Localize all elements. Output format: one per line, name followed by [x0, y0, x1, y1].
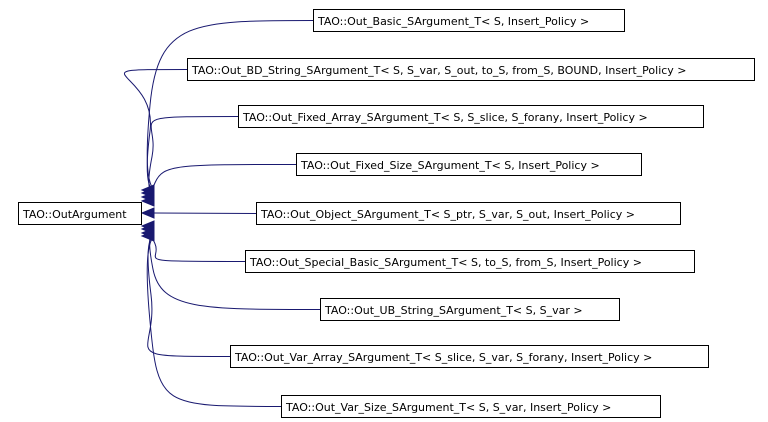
derived-class-node[interactable]: TAO::Out_Fixed_Array_SArgument_T< S, S_s… [238, 105, 704, 128]
derived-class-node[interactable]: TAO::Out_UB_String_SArgument_T< S, S_var… [320, 298, 620, 321]
derived-class-box [281, 395, 661, 418]
inheritance-edge [146, 235, 282, 407]
base-class-node[interactable]: TAO::OutArgument [18, 202, 142, 225]
derived-class-box [230, 345, 709, 368]
base-class-box [18, 202, 142, 225]
inheritance-arrowhead [140, 230, 155, 242]
derived-class-label: TAO::Out_BD_String_SArgument_T< S, S_var… [191, 64, 687, 77]
derived-class-box [187, 58, 755, 81]
derived-class-node[interactable]: TAO::Out_Fixed_Size_SArgument_T< S, Inse… [296, 153, 642, 176]
derived-class-label: TAO::Out_Fixed_Size_SArgument_T< S, Inse… [300, 159, 600, 172]
inheritance-edges [123, 20, 321, 407]
class-nodes: TAO::OutArgument TAO::Out_Basic_SArgumen… [18, 9, 755, 418]
inheritance-edge [150, 164, 297, 202]
inheritance-edge [153, 212, 257, 214]
inheritance-edge [147, 232, 231, 357]
inheritance-edge [150, 225, 246, 262]
derived-class-label: TAO::Out_Special_Basic_SArgument_T< S, t… [249, 256, 642, 269]
derived-class-node[interactable]: TAO::Out_Var_Array_SArgument_T< S_slice,… [230, 345, 709, 368]
derived-class-box [320, 298, 620, 321]
derived-class-node[interactable]: TAO::Out_Object_SArgument_T< S_ptr, S_va… [256, 202, 681, 225]
derived-class-node[interactable]: TAO::Out_BD_String_SArgument_T< S, S_var… [187, 58, 755, 81]
derived-class-box [296, 153, 642, 176]
derived-class-box [245, 250, 695, 273]
derived-class-label: TAO::Out_Fixed_Array_SArgument_T< S, S_s… [242, 111, 648, 124]
derived-class-label: TAO::Out_UB_String_SArgument_T< S, S_var… [324, 304, 583, 317]
derived-class-box [256, 202, 681, 225]
inheritance-edge [123, 69, 188, 194]
derived-class-box [238, 105, 704, 128]
inheritance-edge [146, 20, 314, 191]
derived-class-node[interactable]: TAO::Out_Var_Size_SArgument_T< S, S_var,… [281, 395, 661, 418]
inheritance-arrowhead [140, 207, 155, 219]
derived-class-box [313, 9, 625, 32]
inheritance-edge [148, 116, 239, 198]
derived-class-label: TAO::Out_Var_Size_SArgument_T< S, S_var,… [285, 401, 611, 414]
inheritance-arrowhead [140, 195, 155, 207]
derived-class-node[interactable]: TAO::Out_Special_Basic_SArgument_T< S, t… [245, 250, 695, 273]
derived-class-label: TAO::Out_Object_SArgument_T< S_ptr, S_va… [260, 208, 635, 221]
base-class-label: TAO::OutArgument [22, 208, 127, 221]
derived-class-label: TAO::Out_Basic_SArgument_T< S, Insert_Po… [317, 15, 589, 28]
derived-class-label: TAO::Out_Var_Array_SArgument_T< S_slice,… [234, 351, 652, 364]
derived-class-node[interactable]: TAO::Out_Basic_SArgument_T< S, Insert_Po… [313, 9, 625, 32]
